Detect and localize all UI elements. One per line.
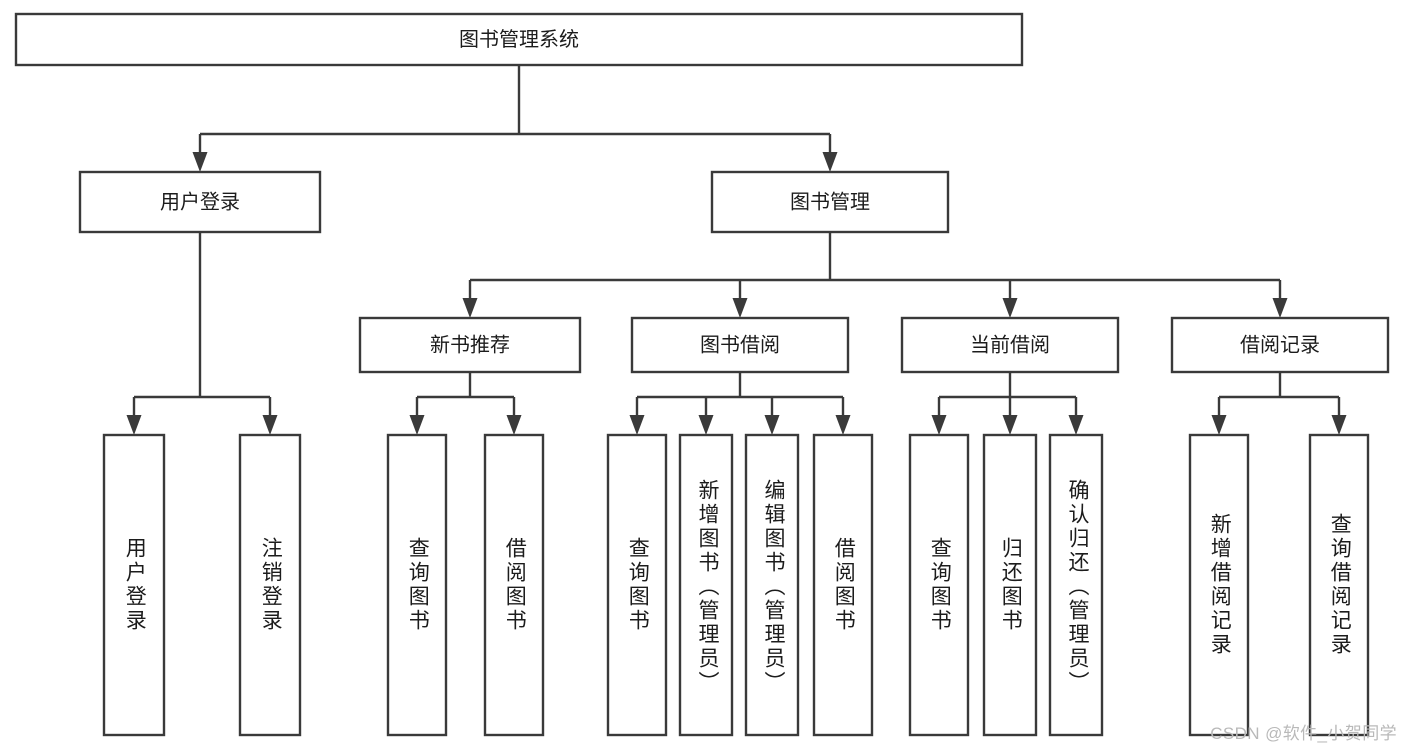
node-label: 图书借阅 [700,333,780,356]
node-label: 借阅记录 [1240,333,1320,356]
node-box-level3[interactable] [358,316,582,374]
boxes-layer [14,12,1390,737]
arrow-head-icon [1002,415,1018,435]
arrow-head-icon [506,415,522,435]
node-label: 图书管理系统 [459,28,579,51]
node-label: 新书推荐 [430,333,510,356]
node-box-level3[interactable] [900,316,1120,374]
node-box-leaf[interactable] [386,433,448,737]
node-box-level2[interactable] [78,170,322,234]
arrow-head-icon [1272,298,1288,318]
node-label: 当前借阅 [970,333,1050,356]
arrow-head-icon [1068,415,1084,435]
node-box-level3[interactable] [630,316,850,374]
arrow-head-icon [629,415,645,435]
node-box-level2[interactable] [710,170,950,234]
node-box-leaf[interactable] [102,433,166,737]
arrow-head-icon [192,152,208,172]
arrow-head-icon [126,415,142,435]
arrow-head-icon [732,298,748,318]
arrow-head-icon [1211,415,1227,435]
node-box-leaf[interactable] [812,433,874,737]
arrow-head-icon [822,152,838,172]
node-box-leaf[interactable] [483,433,545,737]
node-box-leaf[interactable] [238,433,302,737]
arrow-head-icon [409,415,425,435]
arrow-head-icon [1331,415,1347,435]
node-box-root[interactable] [14,12,1024,67]
edges-layer [126,65,1347,435]
node-box-leaf[interactable] [1048,433,1104,737]
arrow-head-icon [462,298,478,318]
watermark-text: CSDN @软件_小贺同学 [1210,724,1397,743]
node-box-leaf[interactable] [744,433,800,737]
node-box-leaf[interactable] [678,433,734,737]
node-box-leaf[interactable] [982,433,1038,737]
arrow-head-icon [835,415,851,435]
arrow-head-icon [764,415,780,435]
node-box-leaf[interactable] [908,433,970,737]
arrow-head-icon [698,415,714,435]
node-label: 用户登录 [160,190,240,213]
arrow-head-icon [262,415,278,435]
node-box-level3[interactable] [1170,316,1390,374]
node-box-leaf[interactable] [1188,433,1250,737]
arrow-head-icon [1002,298,1018,318]
node-box-leaf[interactable] [606,433,668,737]
arrow-head-icon [931,415,947,435]
node-label: 图书管理 [790,190,870,213]
node-box-leaf[interactable] [1308,433,1370,737]
